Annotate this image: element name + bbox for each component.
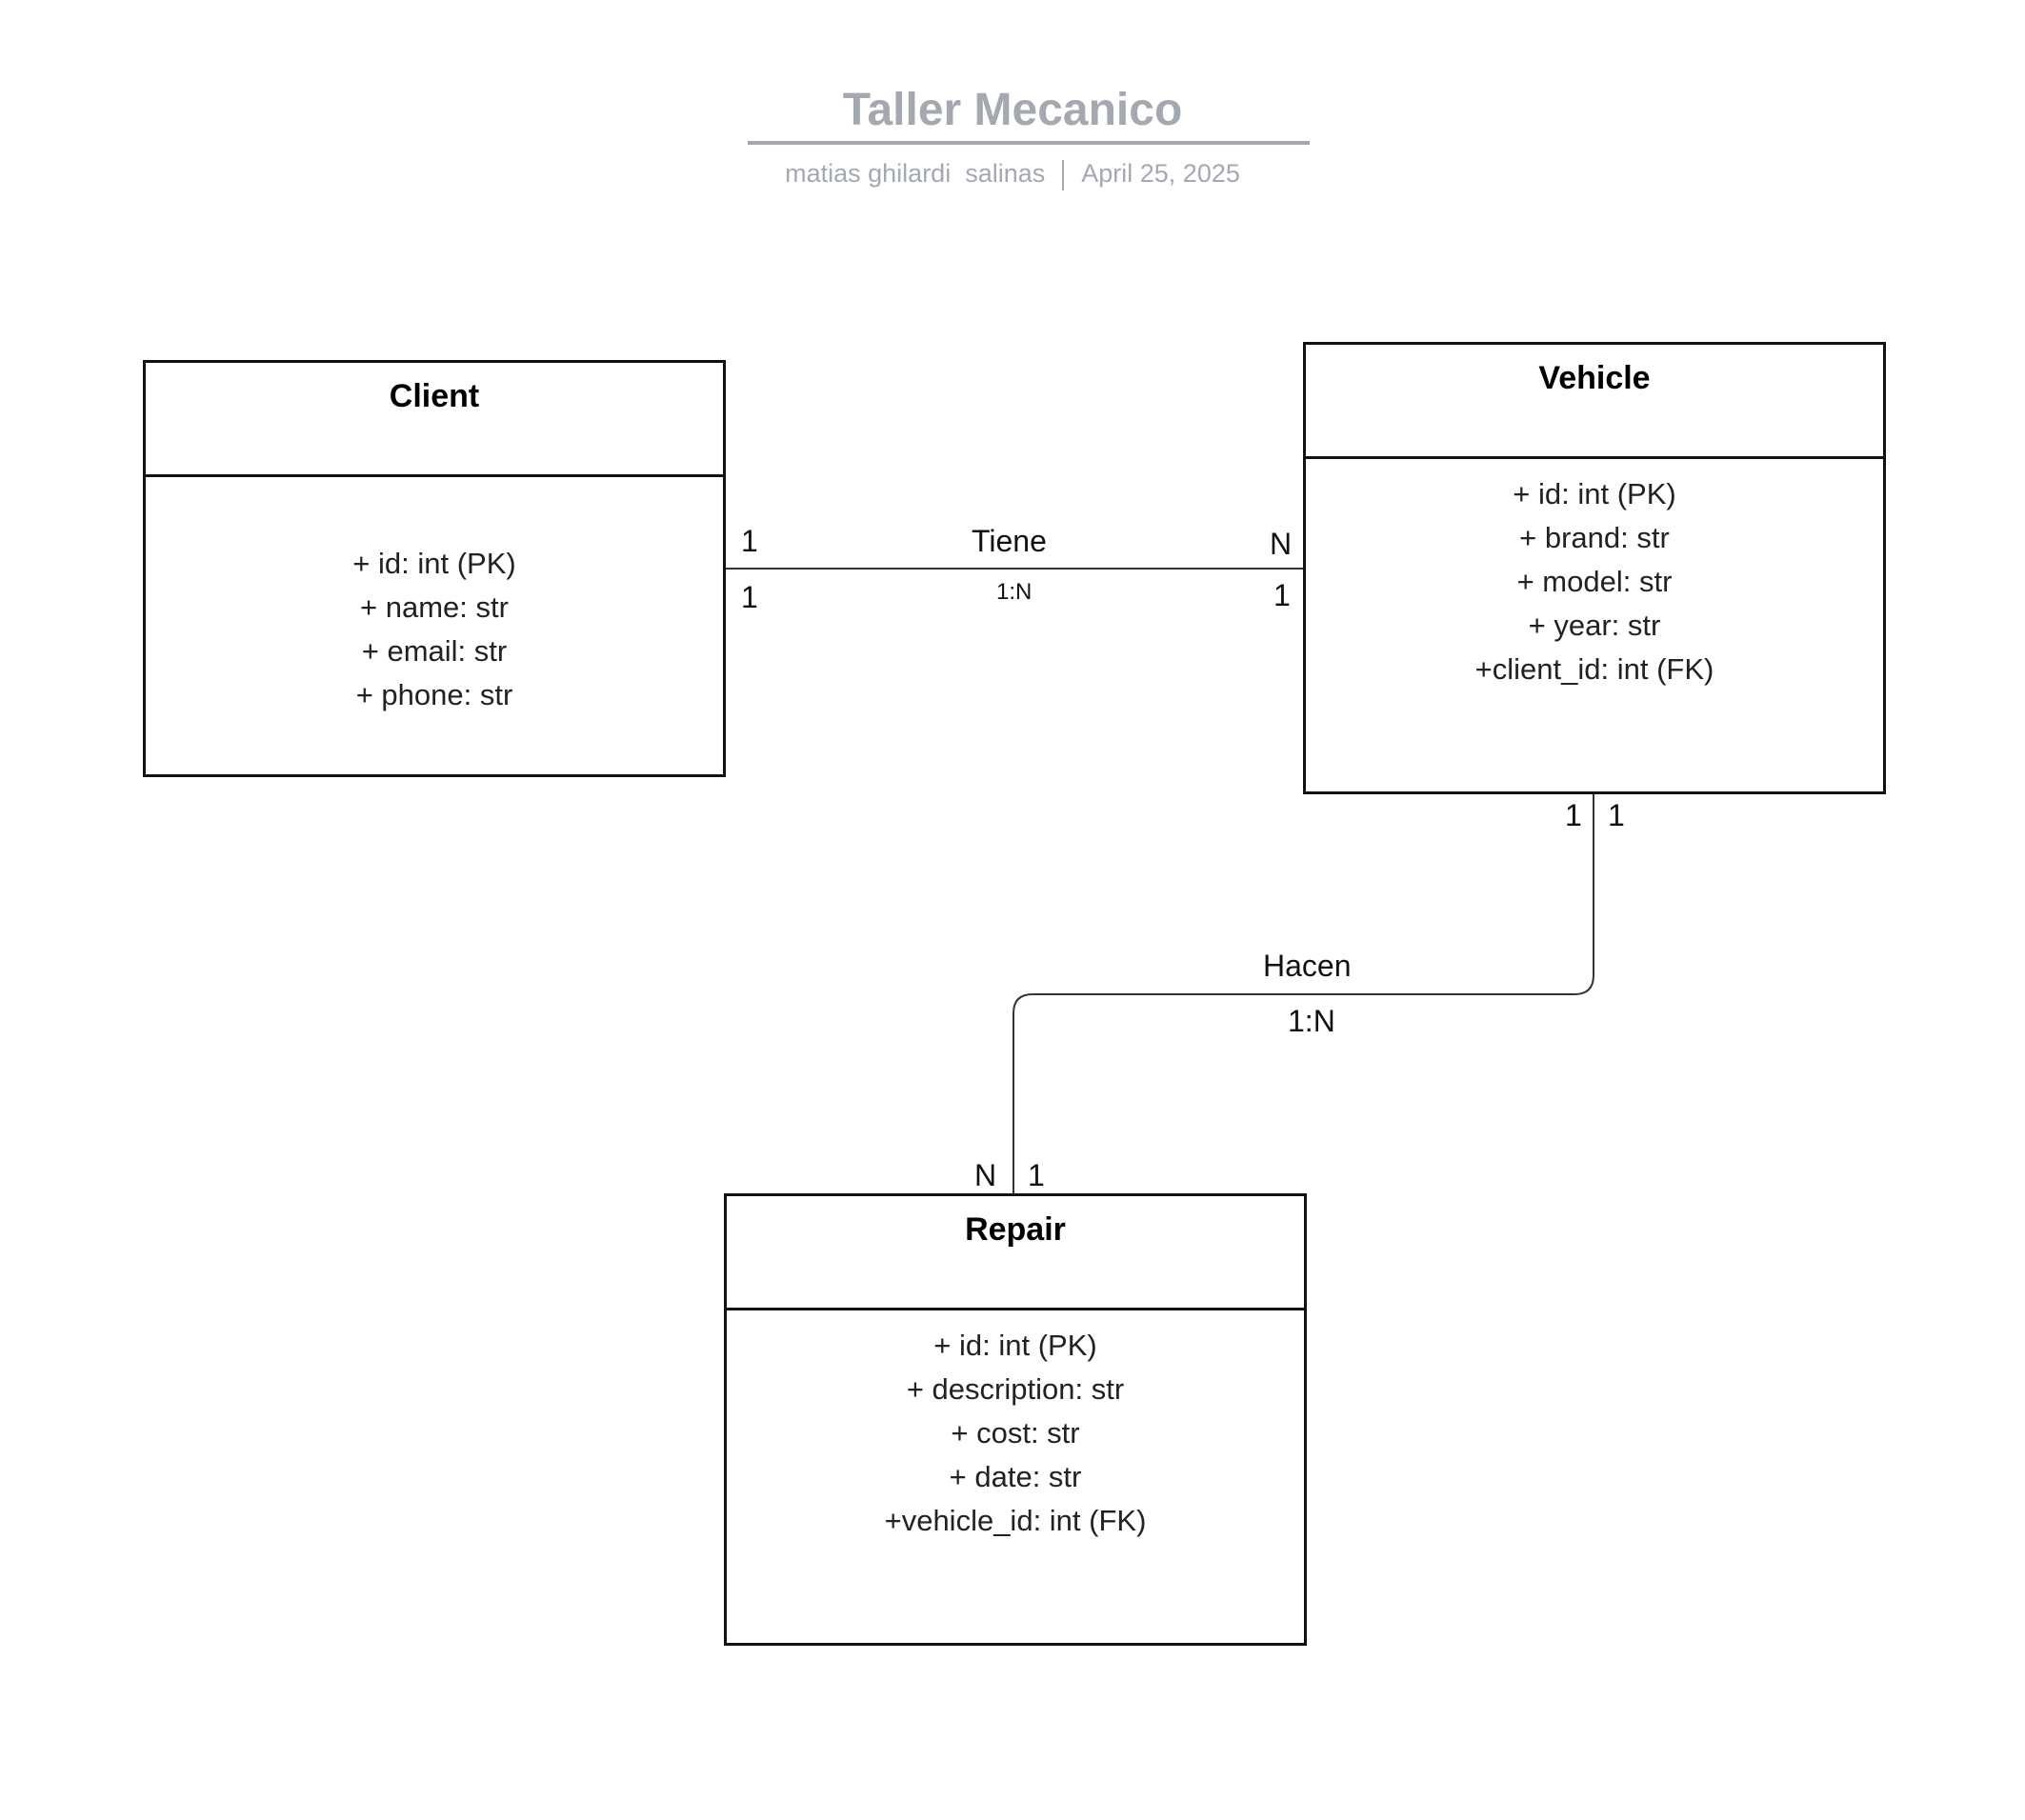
tiene-label: Tiene — [972, 524, 1047, 558]
meta-separator — [1062, 159, 1065, 190]
tiene-client-multiplicity: 1 — [741, 524, 758, 558]
diagram-date: April 25, 2025 — [1081, 159, 1240, 188]
diagram-title: Taller Mecanico — [842, 85, 1183, 135]
title-underline — [748, 141, 1310, 145]
tiene-client-multiplicity: 1 — [741, 580, 758, 614]
attribute: + model: str — [1516, 565, 1673, 598]
vehicle-attributes: + id: int (PK) + brand: str + model: str… — [1306, 459, 1883, 691]
author-name: matias ghilardi salinas — [785, 159, 1046, 188]
attribute: +client_id: int (FK) — [1474, 652, 1714, 686]
attribute: + name: str — [360, 590, 509, 624]
repair-entity-name: Repair — [727, 1196, 1304, 1310]
hacen-vehicle-multiplicity: 1 — [1608, 798, 1625, 832]
attribute: + brand: str — [1519, 521, 1670, 554]
tiene-cardinality: 1:N — [996, 579, 1033, 605]
attribute: + email: str — [361, 634, 508, 668]
attribute: + cost: str — [951, 1416, 1080, 1450]
attribute: + id: int (PK) — [1513, 477, 1676, 510]
hacen-repair-multiplicity: 1 — [1028, 1158, 1045, 1192]
vehicle-entity[interactable]: Vehicle + id: int (PK) + brand: str + mo… — [1303, 342, 1886, 794]
hacen-connector[interactable] — [1012, 793, 1594, 1193]
hacen-cardinality: 1:N — [1288, 1004, 1335, 1038]
hacen-label: Hacen — [1263, 949, 1352, 983]
client-entity-name: Client — [146, 363, 723, 477]
tiene-vehicle-multiplicity: N — [1270, 527, 1293, 561]
attribute: + id: int (PK) — [352, 547, 516, 580]
attribute: + phone: str — [355, 678, 513, 711]
repair-entity[interactable]: Repair + id: int (PK) + description: str… — [724, 1193, 1307, 1646]
hacen-repair-multiplicity: N — [974, 1158, 997, 1192]
client-entity[interactable]: Client + id: int (PK) + name: str + emai… — [143, 360, 726, 777]
hacen-vehicle-multiplicity: 1 — [1565, 798, 1582, 832]
attribute: + year: str — [1528, 609, 1661, 642]
client-attributes: + id: int (PK) + name: str + email: str … — [146, 477, 723, 717]
tiene-vehicle-multiplicity: 1 — [1273, 578, 1291, 612]
vehicle-entity-name: Vehicle — [1306, 345, 1883, 459]
diagram-meta: matias ghilardi salinas April 25, 2025 — [0, 159, 2025, 190]
attribute: + id: int (PK) — [933, 1329, 1097, 1362]
repair-attributes: + id: int (PK) + description: str + cost… — [727, 1310, 1304, 1543]
attribute: +vehicle_id: int (FK) — [884, 1504, 1147, 1537]
attribute: + date: str — [949, 1460, 1082, 1493]
attribute: + description: str — [906, 1372, 1125, 1406]
